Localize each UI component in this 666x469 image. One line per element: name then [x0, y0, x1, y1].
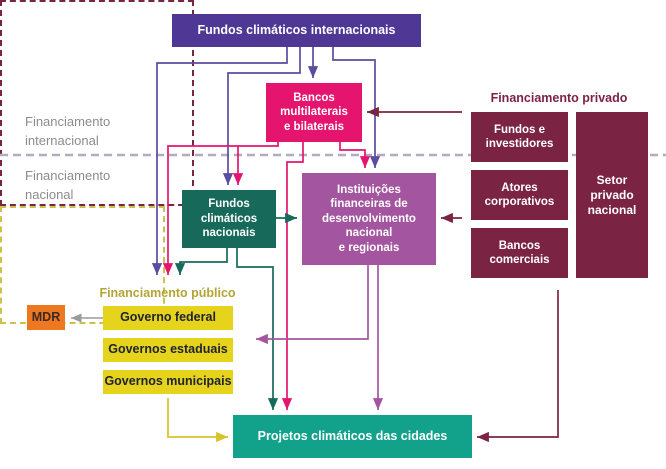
arrow-national-funds-to-public-finance [174, 248, 228, 275]
arrow-intl-funds-to-public-finance [151, 47, 288, 275]
node-funds-and-investors: Fundos e investidores [471, 112, 568, 162]
node-municipal-governments: Governos municipais [103, 370, 233, 394]
arrow-banks-to-public-finance [162, 142, 279, 275]
arrow-banks-to-dev-institutions [339, 142, 371, 168]
node-mdr: MDR [27, 305, 65, 330]
national-finance-zone-label: Financiamento nacional [25, 168, 111, 202]
group-private-finance [0, 0, 194, 206]
node-national-climate-funds: Fundos climáticos nacionais [182, 190, 276, 248]
node-federal-government: Governo federal [103, 306, 233, 330]
international-finance-zone-label: Financiamento internacional [25, 114, 111, 148]
arrow-intl-funds-to-national-climate-funds [222, 47, 301, 185]
arrow-banks-to-city-projects [281, 142, 304, 410]
node-development-finance-institutions: Instituições financeiras de desenvolvime… [302, 173, 436, 265]
node-commercial-banks: Bancos comerciais [471, 228, 568, 278]
arrow-private-to-city-projects [477, 290, 559, 443]
public-finance-title: Financiamento público [99, 286, 236, 300]
arrow-national-funds-to-city-projects [236, 248, 279, 410]
node-multilateral-bilateral-banks: Bancos multilaterais e bilaterais [266, 83, 362, 142]
node-state-governments: Governos estaduais [103, 338, 233, 362]
node-national-private-sector: Setor privado nacional [576, 112, 648, 278]
node-city-climate-projects: Projetos climáticos das cidades [233, 415, 472, 458]
group-public-finance [0, 206, 165, 324]
arrow-public-finance-to-city-projects [167, 398, 228, 443]
node-corporate-actors: Atores corporativos [471, 170, 568, 220]
private-finance-title: Financiamento privado [490, 91, 628, 105]
node-international-climate-funds: Fundos climáticos internacionais [172, 14, 421, 47]
arrow-dev-institutions-to-public-finance [255, 265, 369, 345]
